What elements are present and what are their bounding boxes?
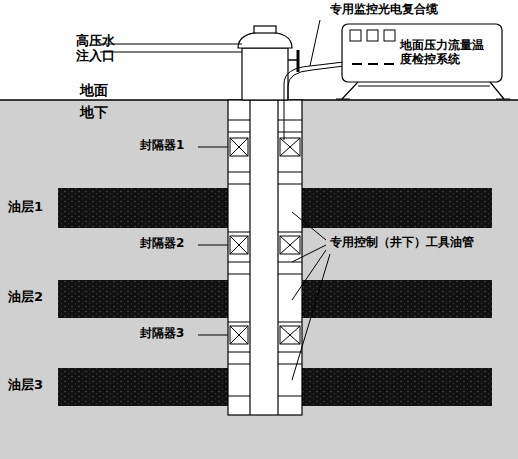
ground-label: 地面 [80,82,108,98]
injection-pipe [100,43,242,44]
packer-label: 封隔器2 [140,237,184,251]
layer-label: 油层3 [8,378,43,393]
composite-cable [284,62,344,100]
system-label: 地面压力流量温度检控系统 [400,39,492,67]
composite-cable [284,100,285,140]
leader-line [310,20,320,66]
injection-pipe [100,51,242,52]
layer-label: 油层1 [8,200,43,215]
underground-label: 地下 [80,104,108,120]
tubing-label: 专用控制（井下）工具油管 [330,236,474,250]
tubing-joints [228,120,302,396]
tubing-wall [249,52,250,415]
packer-label: 封隔器1 [140,139,184,153]
monitoring-device [336,24,510,99]
tubing-wall [277,52,278,415]
leader-lines [198,147,330,380]
inlet-label: 高压水注入口 [76,34,118,64]
underground [0,100,518,459]
composite-cable [288,66,344,100]
cable-label: 专用监控光电复合缆 [330,3,438,17]
packer-label: 封隔器3 [140,327,184,341]
packer-symbols [230,138,300,344]
layer-label: 油层2 [8,290,43,305]
well-casing [228,100,302,415]
